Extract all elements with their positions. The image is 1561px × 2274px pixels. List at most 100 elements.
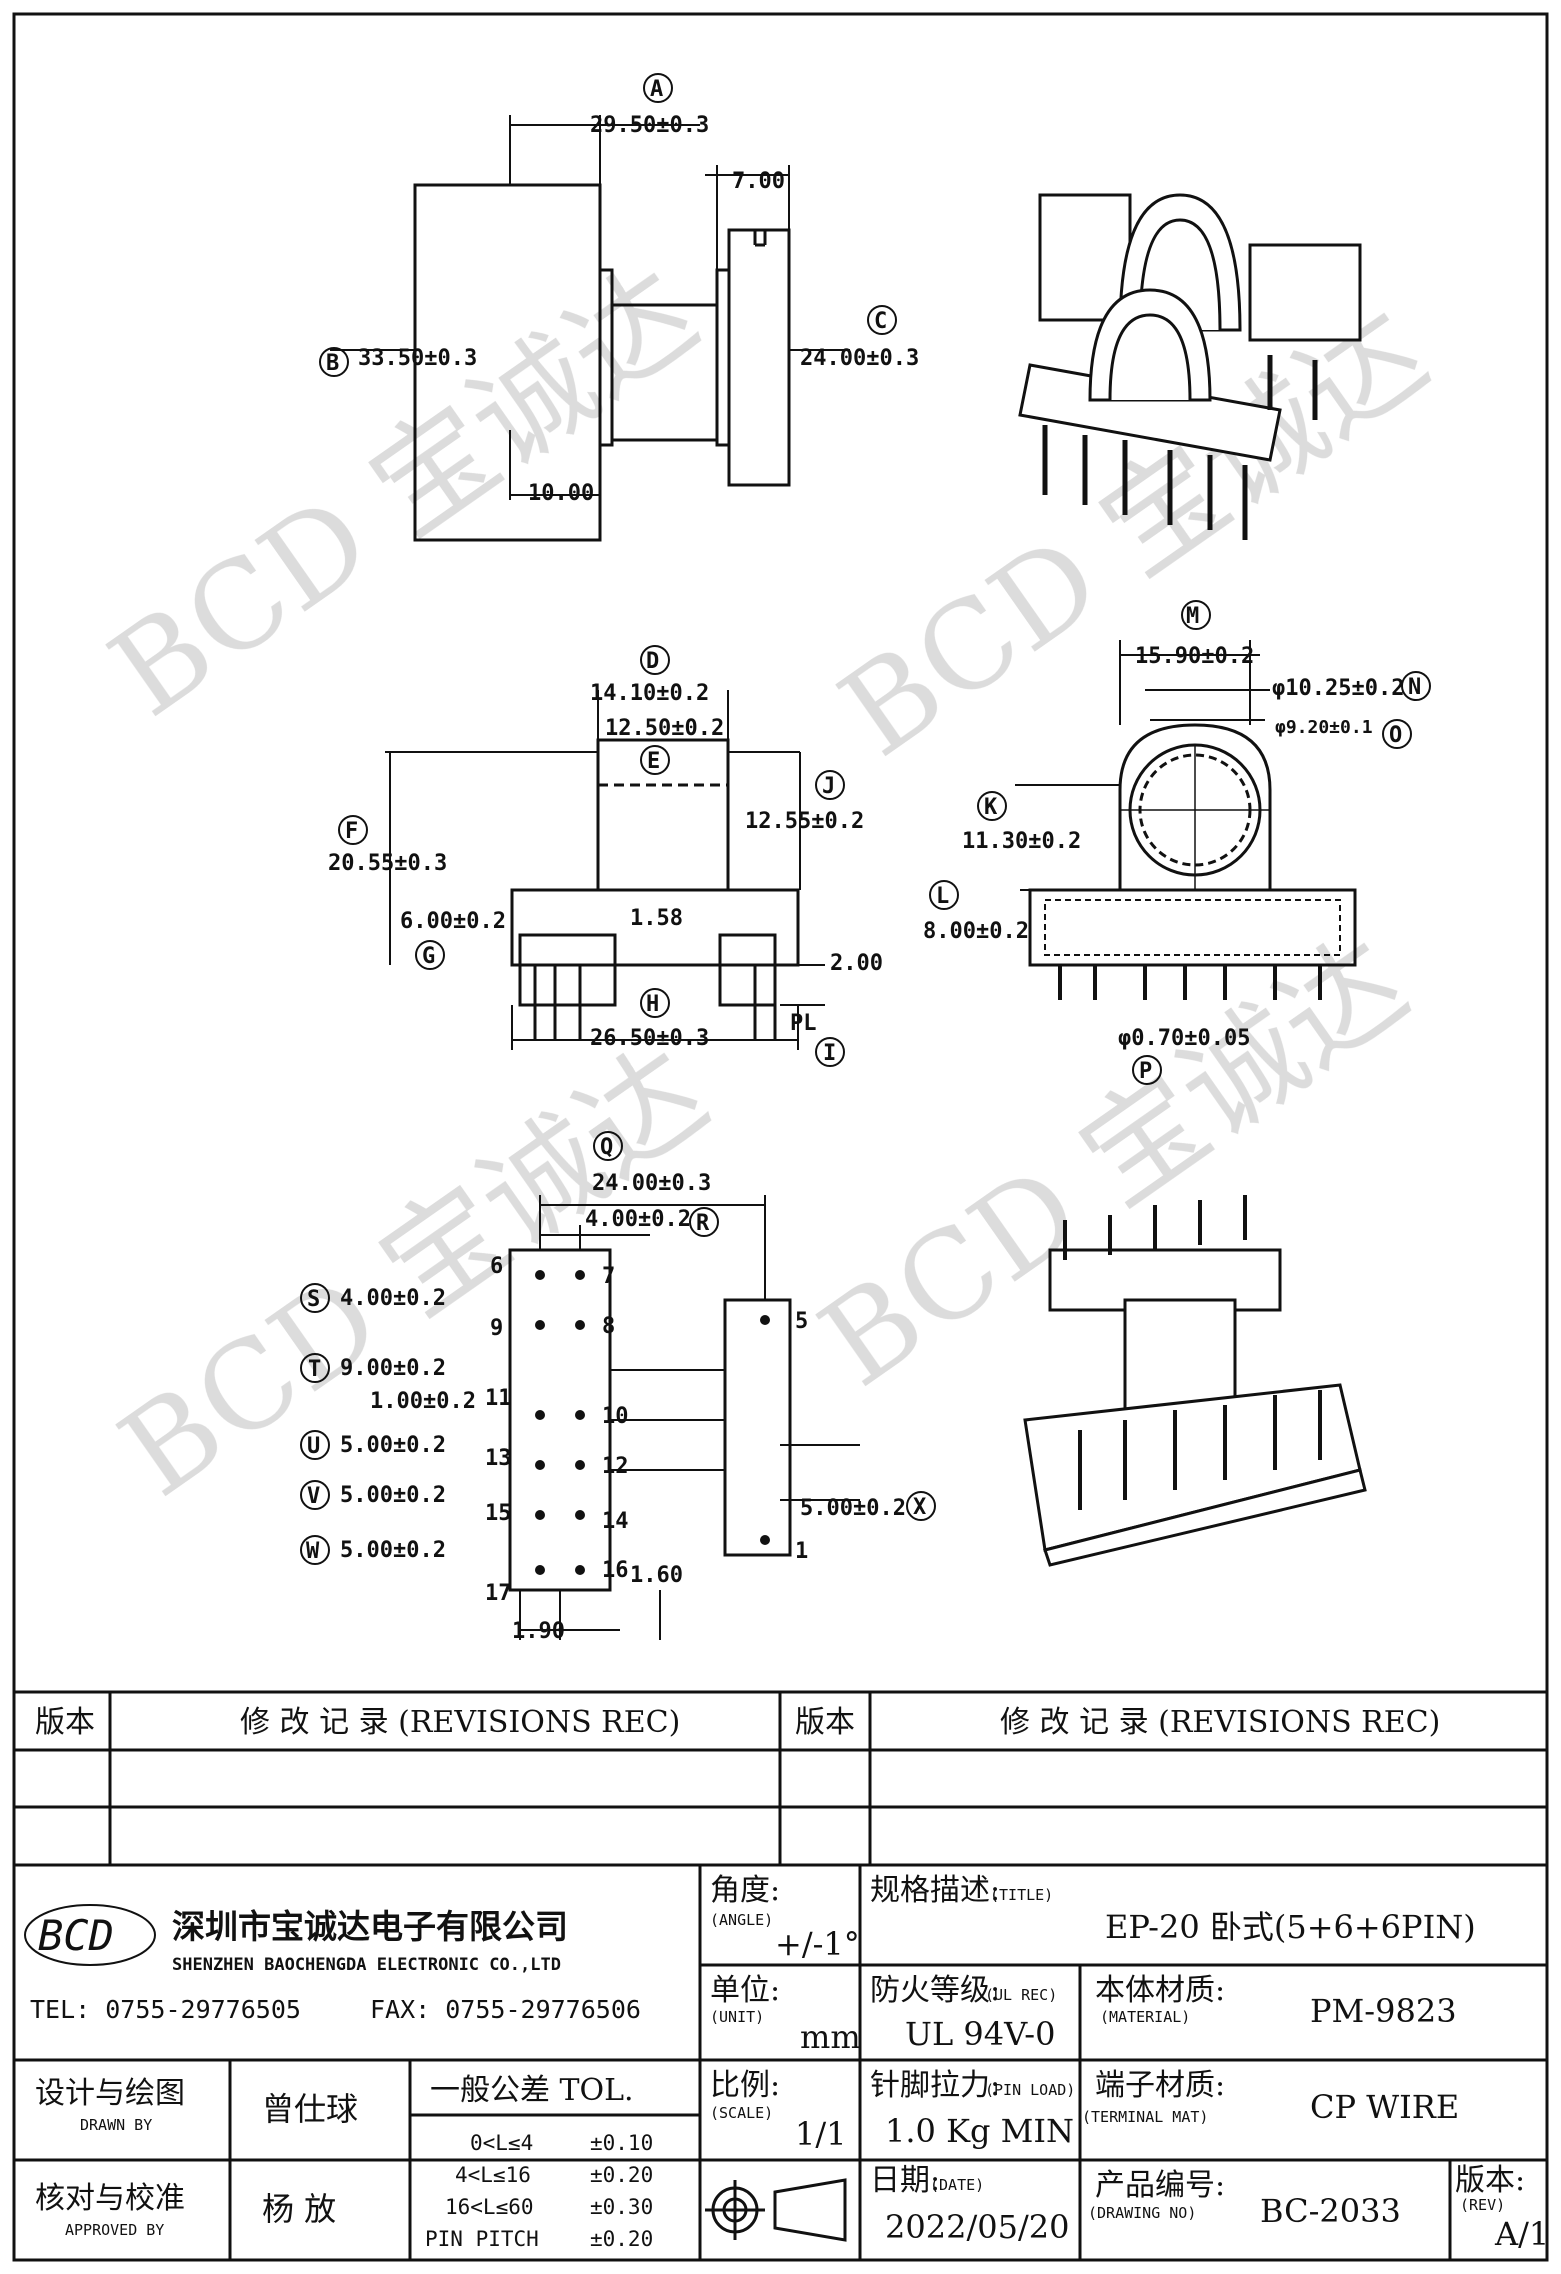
- pin-1: 1: [795, 1539, 808, 1564]
- dim-x: 5.00±0.2: [800, 1496, 906, 1521]
- dim-inner: 12.50±0.2: [605, 716, 724, 741]
- material-label: 本体材质:: [1095, 1973, 1225, 2008]
- dim-h: 26.50±0.3: [590, 1026, 709, 1051]
- tol-range-2: 4<L≤16: [455, 2163, 531, 2187]
- label-h: H: [646, 992, 659, 1017]
- unit-label-en: (UNIT): [710, 2008, 764, 2026]
- tol-val-3: ±0.30: [590, 2195, 653, 2219]
- approved-by-label-en: APPROVED BY: [65, 2221, 164, 2239]
- label-p: P: [1139, 1059, 1152, 1084]
- svg-text:BCD 宝诚达: BCD 宝诚达: [87, 242, 721, 744]
- scale-value: 1/1: [795, 2115, 847, 2153]
- dim-o: φ9.20±0.1: [1275, 717, 1373, 738]
- dim-l: 8.00±0.2: [923, 919, 1029, 944]
- dim-r: 4.00±0.2: [585, 1207, 691, 1232]
- dim-slot: 7.00: [732, 169, 785, 194]
- label-x: X: [913, 1495, 926, 1520]
- label-f: F: [345, 819, 358, 844]
- label-w: W: [306, 1539, 320, 1564]
- date-label: 日期:: [870, 2163, 940, 2198]
- date-label-en: (DATE): [930, 2176, 984, 2194]
- drawing-no-value: BC-2033: [1260, 2192, 1401, 2230]
- scale-label: 比例:: [710, 2068, 780, 2103]
- tol-range-3: 16<L≤60: [445, 2195, 534, 2219]
- approved-by-label: 核对与校准: [35, 2181, 185, 2216]
- pin-5: 5: [795, 1309, 808, 1334]
- label-q: Q: [600, 1135, 613, 1160]
- top-view: [330, 115, 850, 542]
- unit-value: mm: [800, 2018, 861, 2056]
- terminal-label: 端子材质:: [1095, 2068, 1225, 2103]
- side-view: [385, 690, 825, 1050]
- dim-p: φ0.70±0.05: [1118, 1026, 1250, 1051]
- projection-symbol-icon: [705, 2178, 847, 2242]
- pl-text: PL: [790, 1011, 817, 1036]
- ul-label: 防火等级:: [870, 1973, 1000, 2008]
- label-c: C: [874, 309, 887, 334]
- date-value: 2022/05/20: [885, 2208, 1069, 2246]
- pin-15: 15: [485, 1501, 512, 1526]
- label-s: S: [307, 1287, 320, 1312]
- dim-v: 5.00±0.2: [340, 1483, 446, 1508]
- angle-value: +/-1°: [775, 1925, 860, 1963]
- company-logo: BCD: [38, 1911, 114, 1960]
- angle-label: 角度:: [710, 1873, 780, 1908]
- rev-label: 版本:: [1455, 2163, 1525, 2198]
- unit-label: 单位:: [710, 1973, 780, 2008]
- label-t: T: [308, 1357, 321, 1382]
- pin-8: 8: [602, 1314, 615, 1339]
- label-v: V: [307, 1484, 320, 1509]
- label-b: B: [326, 351, 339, 376]
- label-d: D: [646, 649, 659, 674]
- dim-160: 1.60: [630, 1563, 683, 1588]
- top-view-dims: A 29.50±0.3 7.00 B 33.50±0.3 C 24.00±0.3…: [319, 73, 919, 506]
- bottom-view-dims: Q 24.00±0.3 4.00±0.2 R S 4.00±0.2 T 9.00…: [300, 1131, 936, 1644]
- label-a: A: [650, 77, 663, 102]
- tol-range-1: 0<L≤4: [470, 2131, 533, 2155]
- label-u: U: [307, 1434, 320, 1459]
- dim-pl: 2.00: [830, 951, 883, 976]
- dim-g: 6.00±0.2: [400, 909, 506, 934]
- pin-11: 11: [485, 1386, 512, 1411]
- side-view-dims: D 14.10±0.2 12.50±0.2 E F 20.55±0.3 J 12…: [328, 645, 883, 1067]
- dim-n: φ10.25±0.2: [1272, 676, 1404, 701]
- dim-a: 29.50±0.3: [590, 113, 709, 138]
- dim-s: 4.00±0.2: [340, 1286, 446, 1311]
- title-label-en: (TITLE): [990, 1886, 1053, 1904]
- iso-view-top: [1018, 193, 1362, 540]
- iso-view-bottom: [1023, 1195, 1367, 1567]
- angle-label-en: (ANGLE): [710, 1911, 773, 1929]
- drawn-by-label: 设计与绘图: [35, 2076, 185, 2111]
- label-i: I: [823, 1041, 836, 1066]
- pin-12: 12: [602, 1454, 629, 1479]
- pin-14: 14: [602, 1509, 629, 1534]
- label-k: K: [984, 795, 998, 820]
- ul-value: UL 94V-0: [905, 2015, 1055, 2053]
- rev-title-1: 修 改 记 录 (REVISIONS REC): [240, 1705, 680, 1740]
- title-label: 规格描述:: [870, 1873, 1000, 1908]
- pin-load-label-en: (PIN LOAD): [985, 2081, 1075, 2099]
- label-g: G: [422, 944, 435, 969]
- company-name-cn: 深圳市宝诚达电子有限公司: [172, 1907, 568, 1946]
- rev-title-2: 修 改 记 录 (REVISIONS REC): [1000, 1705, 1440, 1740]
- dim-w: 5.00±0.2: [340, 1538, 446, 1563]
- tolerance-title: 一般公差 TOL.: [430, 2073, 634, 2108]
- pin-9: 9: [490, 1316, 503, 1341]
- label-o: O: [1389, 723, 1402, 748]
- title-block: [14, 1690, 1547, 2260]
- dim-c: 24.00±0.3: [800, 346, 919, 371]
- label-j: J: [822, 774, 835, 799]
- bottom-view: [508, 1195, 860, 1640]
- drawn-by-value: 曾仕球: [262, 2090, 358, 2128]
- dim-q: 24.00±0.3: [592, 1171, 711, 1196]
- label-n: N: [1408, 675, 1421, 700]
- company-tel: TEL: 0755-29776505: [30, 1995, 301, 2024]
- pin-load-label: 针脚拉力:: [870, 2068, 1000, 2103]
- material-label-en: (MATERIAL): [1100, 2008, 1190, 2026]
- pin-13: 13: [485, 1446, 512, 1471]
- pin-load-value: 1.0 Kg MIN: [885, 2112, 1074, 2150]
- rev-header-2: 版本: [795, 1705, 855, 1740]
- rev-label-en: (REV): [1460, 2196, 1505, 2214]
- front-view: [1015, 640, 1357, 1000]
- dim-m: 15.90±0.2: [1135, 644, 1254, 669]
